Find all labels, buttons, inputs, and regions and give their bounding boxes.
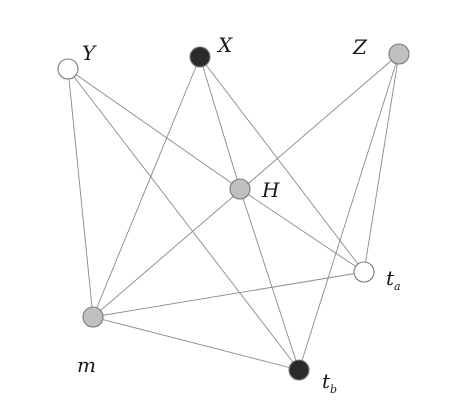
node-X (189, 46, 211, 68)
node-Z (388, 43, 410, 65)
node-ta (353, 261, 375, 283)
edge-Y-tb (67, 68, 300, 371)
node-Y (57, 58, 79, 80)
nodes-layer (57, 43, 410, 381)
node-tb (288, 359, 310, 381)
edge-m-tb (92, 316, 300, 371)
node-label-H: H (261, 178, 280, 202)
edge-m-ta (92, 271, 365, 318)
edges-layer (67, 53, 400, 371)
node-label-Y: Y (82, 41, 97, 65)
edge-Z-ta (363, 53, 400, 273)
node-label-tb: tb (322, 369, 337, 396)
edge-X-ta (199, 56, 365, 273)
edge-X-H (199, 56, 241, 190)
edge-H-ta (239, 188, 365, 273)
edge-Z-tb (298, 53, 400, 371)
edge-X-m (92, 56, 201, 318)
edge-H-tb (239, 188, 300, 371)
node-label-Z: Z (352, 35, 368, 59)
node-sublabel-tb: b (330, 383, 337, 396)
node-m (82, 306, 104, 328)
node-label-m: m (77, 353, 96, 377)
node-H (229, 178, 251, 200)
node-label-ta: ta (386, 266, 401, 293)
node-label-X: X (216, 33, 233, 57)
labels-layer: Y X Z Hta m tb (77, 33, 401, 396)
edge-Y-H (67, 68, 241, 190)
edge-Y-m (67, 68, 94, 318)
node-sublabel-ta: a (394, 280, 401, 293)
